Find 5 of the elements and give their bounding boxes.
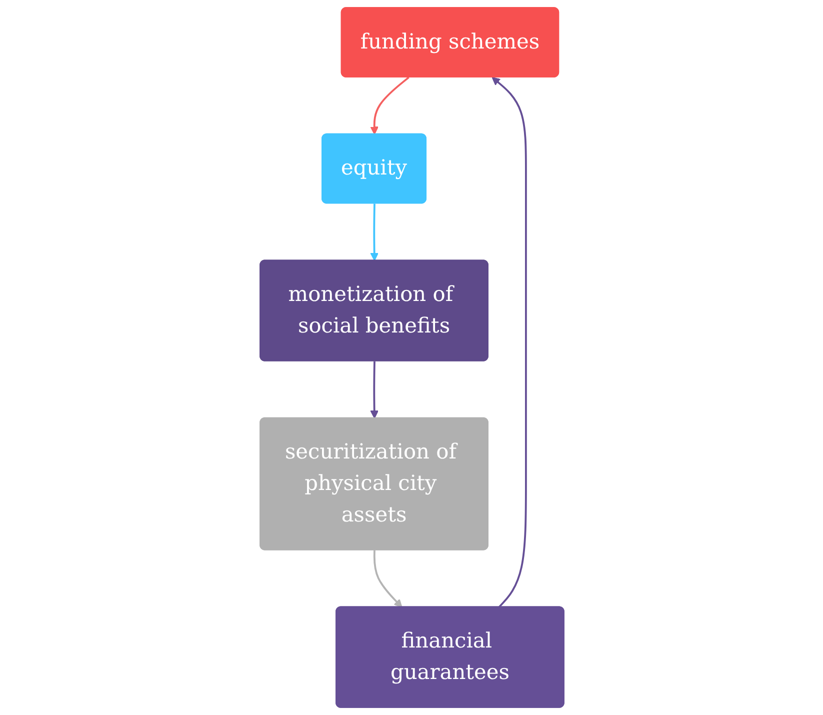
arrow (491, 77, 526, 608)
arrow (370, 76, 409, 135)
arrow (370, 361, 378, 419)
arrow (372, 550, 402, 608)
arrow (370, 204, 378, 262)
